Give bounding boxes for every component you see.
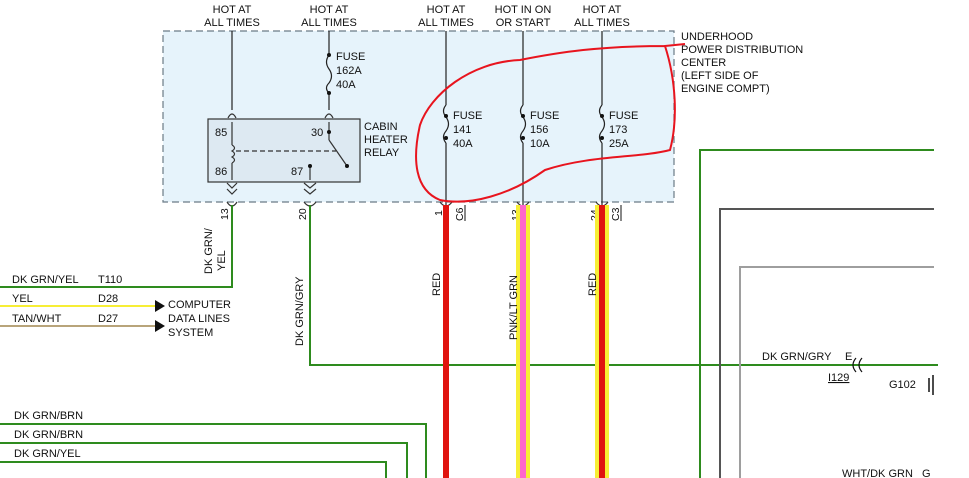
pdc-label: UNDERHOOD POWER DISTRIBUTION CENTER (LEF… (681, 31, 806, 95)
wire-label-dk-grn-brn-1: DK GRN/BRN (14, 410, 83, 422)
connector-underlines (464, 205, 622, 221)
relay-pin-87: 87 (291, 166, 303, 178)
wire-red-fuse-173-core (599, 205, 605, 478)
connector-d27: D27 (98, 313, 118, 325)
relay-dots (308, 130, 349, 168)
wire-label-dk-grn-yel: DK GRN/YEL (12, 274, 79, 286)
wire-label-dk-grn-gry-vertical: DK GRN/GRY (294, 276, 306, 346)
annotation-red-circle (415, 43, 686, 203)
ground-symbol (928, 375, 934, 395)
internal-wires (231, 31, 603, 205)
wire-dk-grn-brn-1 (0, 423, 427, 478)
connector-e: E (845, 351, 852, 363)
wire-label-dk-grn-yel-lower: DK GRN/YEL (14, 448, 81, 460)
wire-label-yel: YEL (12, 293, 33, 305)
pin-1: 1 (433, 210, 445, 216)
connector-c3: C3 (610, 207, 622, 221)
wire-dk-grn-gry-87 (309, 205, 938, 366)
wire-label-red-1: RED (431, 273, 443, 296)
fuse-symbols (325, 54, 606, 144)
wire-label-tan-wht: TAN/WHT (12, 313, 62, 325)
connector-t110: T110 (98, 274, 122, 286)
wire-label-dk-grn-gry-horizontal: DK GRN/GRY (762, 351, 832, 363)
wire-dk-grn-yel-lower (0, 461, 387, 478)
wire-label-pnk-lt-grn: PNK/LT GRN (508, 275, 520, 340)
relay-pin-30: 30 (311, 127, 323, 139)
relay-pin-86: 86 (215, 166, 227, 178)
cabin-heater-relay-symbol (207, 113, 361, 183)
wire-label-dk-grn-yel-vertical: DK GRN/YEL (203, 227, 228, 274)
wire-label-dk-grn-brn-2: DK GRN/BRN (14, 429, 83, 441)
arrow-d28 (155, 300, 165, 312)
wire-pnk-lt-grn-core (520, 205, 526, 478)
arrow-d27 (155, 320, 165, 332)
pin-13-a: 13 (219, 208, 231, 220)
fuse-dots (327, 53, 604, 140)
wire-label-wht-dk-grn: WHT/DK GRN (842, 468, 913, 478)
connector-g: G (922, 468, 931, 478)
connector-i129-symbol (852, 357, 863, 373)
ground-g102: G102 (889, 379, 916, 391)
relay-pin-85: 85 (215, 127, 227, 139)
connector-c6: C6 (454, 207, 466, 221)
wire-label-red-2: RED (587, 273, 599, 296)
wire-right-light-gray (739, 266, 934, 478)
connector-i129: I129 (828, 372, 849, 384)
connector-chevrons (226, 182, 609, 207)
wire-right-green (699, 149, 934, 478)
wire-dk-grn-brn-2 (0, 442, 408, 478)
connector-d28: D28 (98, 293, 118, 305)
wire-right-dark-gray (719, 208, 934, 478)
wire-red-fuse-141 (443, 205, 449, 478)
wire-dk-grn-yel-85 (0, 205, 233, 288)
pin-20: 20 (297, 208, 309, 220)
